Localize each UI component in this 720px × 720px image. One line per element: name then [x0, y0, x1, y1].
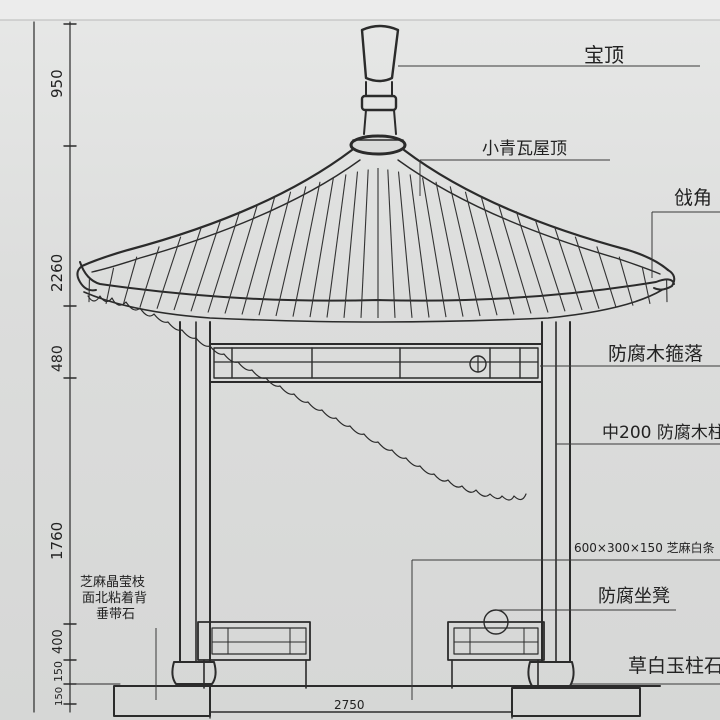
roof-tile-stroke — [409, 174, 430, 318]
dim-label-480: 480 — [50, 345, 66, 372]
roof-tile-stroke — [326, 174, 347, 318]
dim-label-950: 950 — [48, 69, 66, 98]
roof-tile-stroke — [596, 246, 617, 308]
roof-tile-stroke — [258, 191, 292, 316]
roof-tile-stroke — [241, 197, 276, 315]
label-column-base: 草白玉柱石 — [628, 655, 720, 677]
roof-tile-stroke — [190, 219, 222, 312]
label-pavement: 600×300×150 芝麻白条 — [574, 540, 715, 555]
ground-platform — [113, 685, 661, 717]
roof-tile-stroke — [641, 267, 651, 305]
leader-lines — [155, 65, 720, 700]
dim-label-2260: 2260 — [48, 254, 66, 292]
roof-tile-stroke — [309, 177, 334, 318]
dim-label-150-b: 150 — [54, 687, 65, 706]
vertical-dimension-chain — [33, 21, 121, 713]
roof-tile-stroke — [554, 227, 583, 311]
roof-tile-stroke — [387, 169, 396, 318]
roof-finial — [349, 24, 407, 156]
label-bench: 防腐坐凳 — [598, 586, 670, 607]
paper-edge — [0, 0, 720, 20]
roof-tile-stroke — [618, 256, 634, 306]
roof-tile-stroke — [480, 197, 515, 315]
roof-tile-stroke — [574, 236, 600, 309]
roof-tile-stroke — [139, 246, 160, 308]
roof-tile-stroke — [515, 211, 549, 313]
label-column: 中200 防腐木柱 — [602, 423, 720, 443]
roof-tile-stroke — [422, 177, 447, 318]
label-left-note-3: 垂带石 — [96, 607, 135, 622]
column-right — [541, 321, 571, 663]
column-base-left — [171, 661, 217, 685]
bench-left — [197, 621, 311, 689]
column-base-right — [527, 661, 575, 687]
dim-label-400: 400 — [51, 629, 66, 654]
lattice-frame — [209, 343, 543, 383]
roof-tile-stroke — [224, 204, 259, 314]
column-left — [179, 321, 211, 663]
horizontal-dimension — [209, 711, 513, 719]
roof-tile-stroke — [292, 181, 321, 317]
roof-tile-stroke — [464, 191, 498, 316]
roof-tile-stroke — [449, 186, 481, 317]
label-left-note-2: 面北粘着背 — [82, 590, 147, 606]
roof-tile-stroke — [497, 204, 532, 314]
roof-tile-stroke — [397, 171, 413, 318]
label-left-note-1: 芝麻晶莹枝 — [80, 574, 145, 590]
roof-tile-stroke — [360, 169, 369, 318]
roof-tile-stroke — [122, 256, 138, 306]
label-lattice-frame: 防腐木箍落 — [608, 343, 703, 365]
dim-label-150-a: 150 — [52, 661, 65, 682]
roof-tile-stroke — [435, 181, 464, 317]
dim-label-1760: 1760 — [48, 522, 66, 560]
label-eave-corner: 戗角 — [674, 187, 712, 209]
dim-label-2750: 2750 — [334, 698, 365, 712]
roof-tile-stroke — [207, 211, 241, 313]
roof-tile-stroke — [275, 186, 307, 317]
roof-tile-stroke — [173, 227, 202, 311]
roof-tiles — [76, 148, 676, 501]
label-finial: 宝顶 — [584, 43, 624, 67]
roof-tile-stroke — [156, 236, 182, 309]
roof-tile-stroke — [105, 267, 115, 305]
roof-tile-stroke — [343, 171, 359, 318]
roof-tile-stroke — [534, 219, 566, 312]
label-roof-tiles: 小青瓦屋顶 — [482, 139, 567, 159]
